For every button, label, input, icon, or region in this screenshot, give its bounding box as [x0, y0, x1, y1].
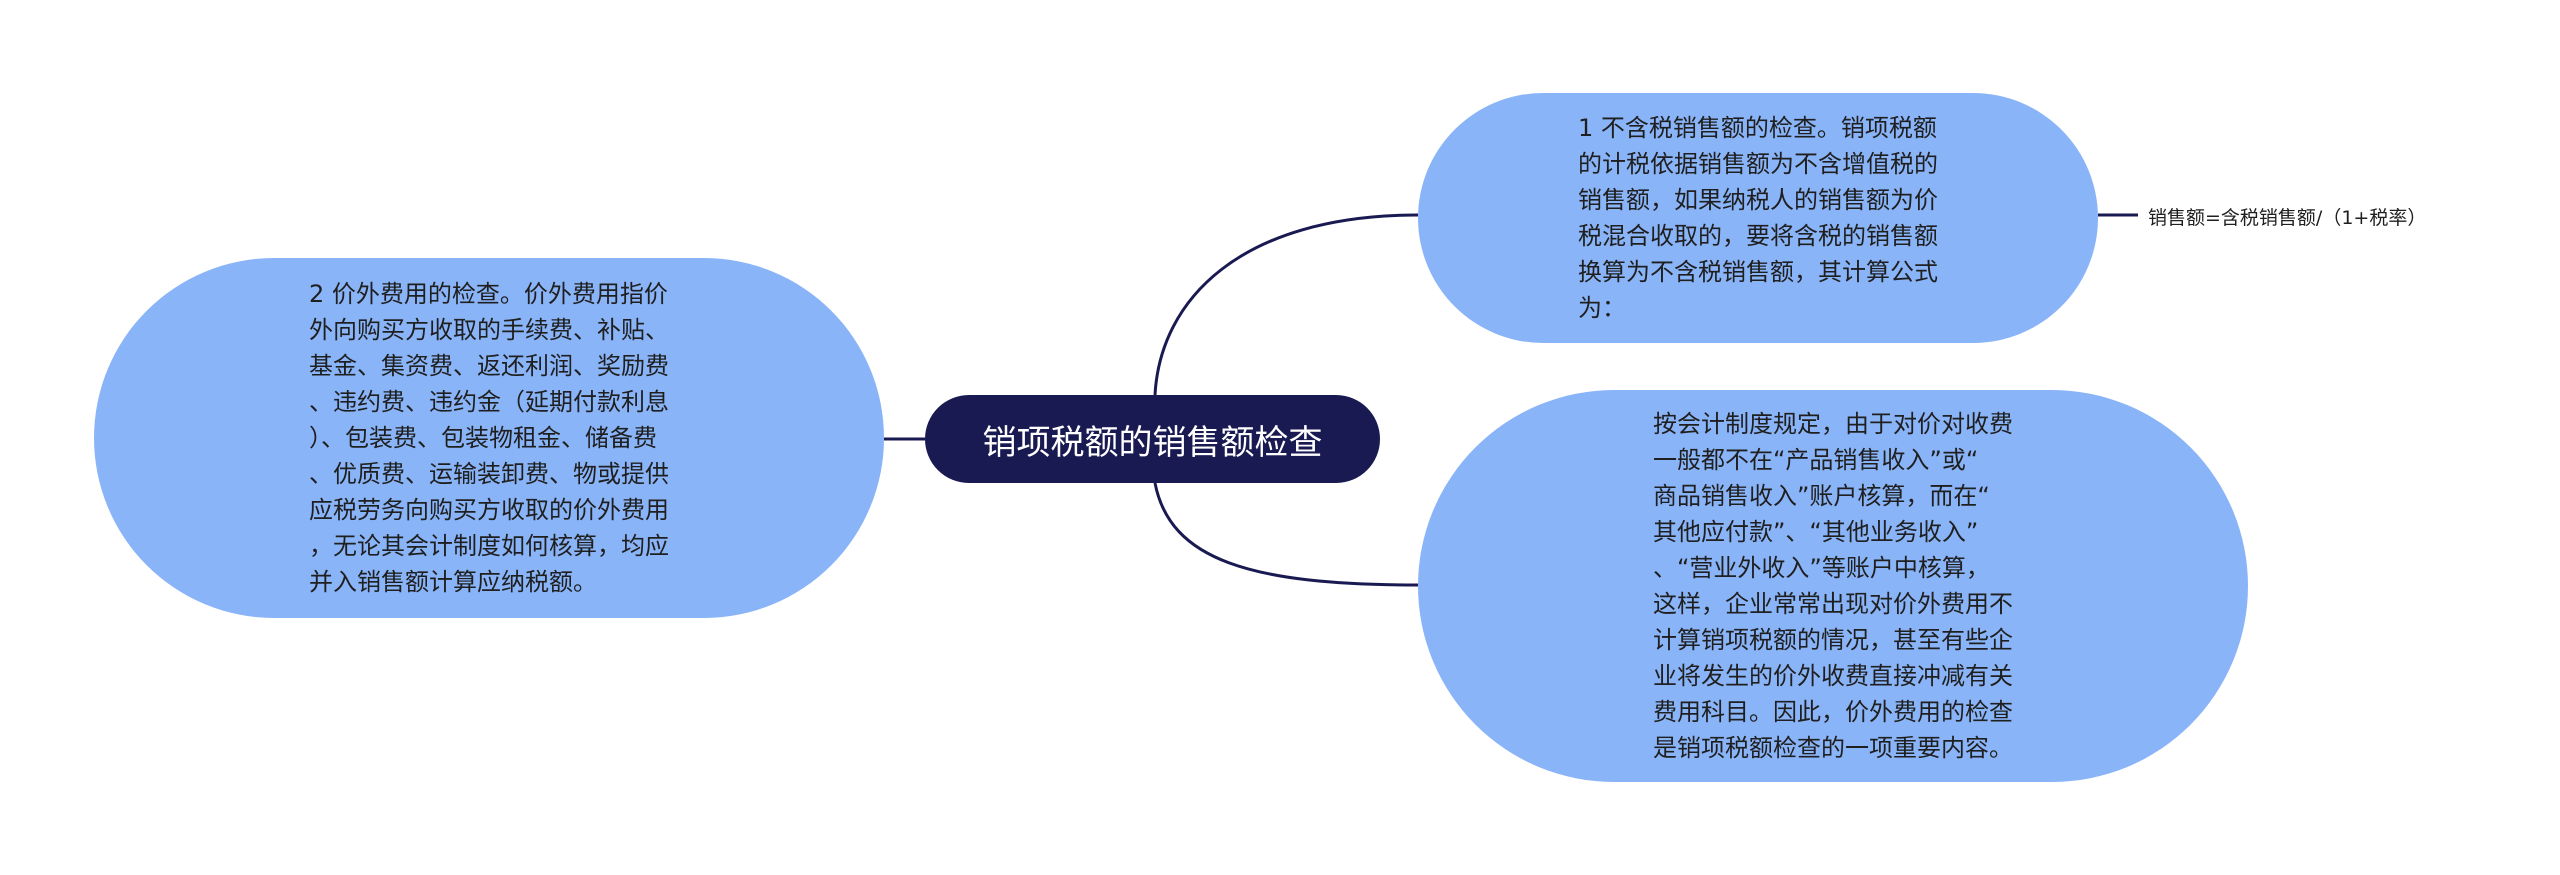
left-topic-text: 2 价外费用的检查。价外费用指价 外向购买方收取的手续费、补贴、 基金、集资费、…: [309, 280, 669, 596]
right-bottom-topic-node[interactable]: 按会计制度规定，由于对价对收费 一般都不在“产品销售收入”或“ 商品销售收入”账…: [1418, 390, 2248, 782]
right-bottom-topic-text: 按会计制度规定，由于对价对收费 一般都不在“产品销售收入”或“ 商品销售收入”账…: [1653, 410, 2013, 762]
connector-right-bottom: [1153, 482, 1419, 587]
connector-right-top: [1153, 213, 1419, 396]
center-topic-title: 销项税额的销售额检查: [982, 422, 1323, 463]
right-top-topic-node[interactable]: 1 不含税销售额的检查。销项税额 的计税依据销售额为不含增值税的 销售额，如果纳…: [1418, 93, 2098, 343]
center-topic-node[interactable]: 销项税额的销售额检查: [925, 395, 1380, 483]
right-top-topic-text: 1 不含税销售额的检查。销项税额 的计税依据销售额为不含增值税的 销售额，如果纳…: [1578, 114, 1938, 322]
left-topic-node[interactable]: 2 价外费用的检查。价外费用指价 外向购买方收取的手续费、补贴、 基金、集资费、…: [94, 258, 884, 618]
formula-leaf-node[interactable]: 销售额=含税销售额/（1+税率）: [2148, 207, 2427, 229]
